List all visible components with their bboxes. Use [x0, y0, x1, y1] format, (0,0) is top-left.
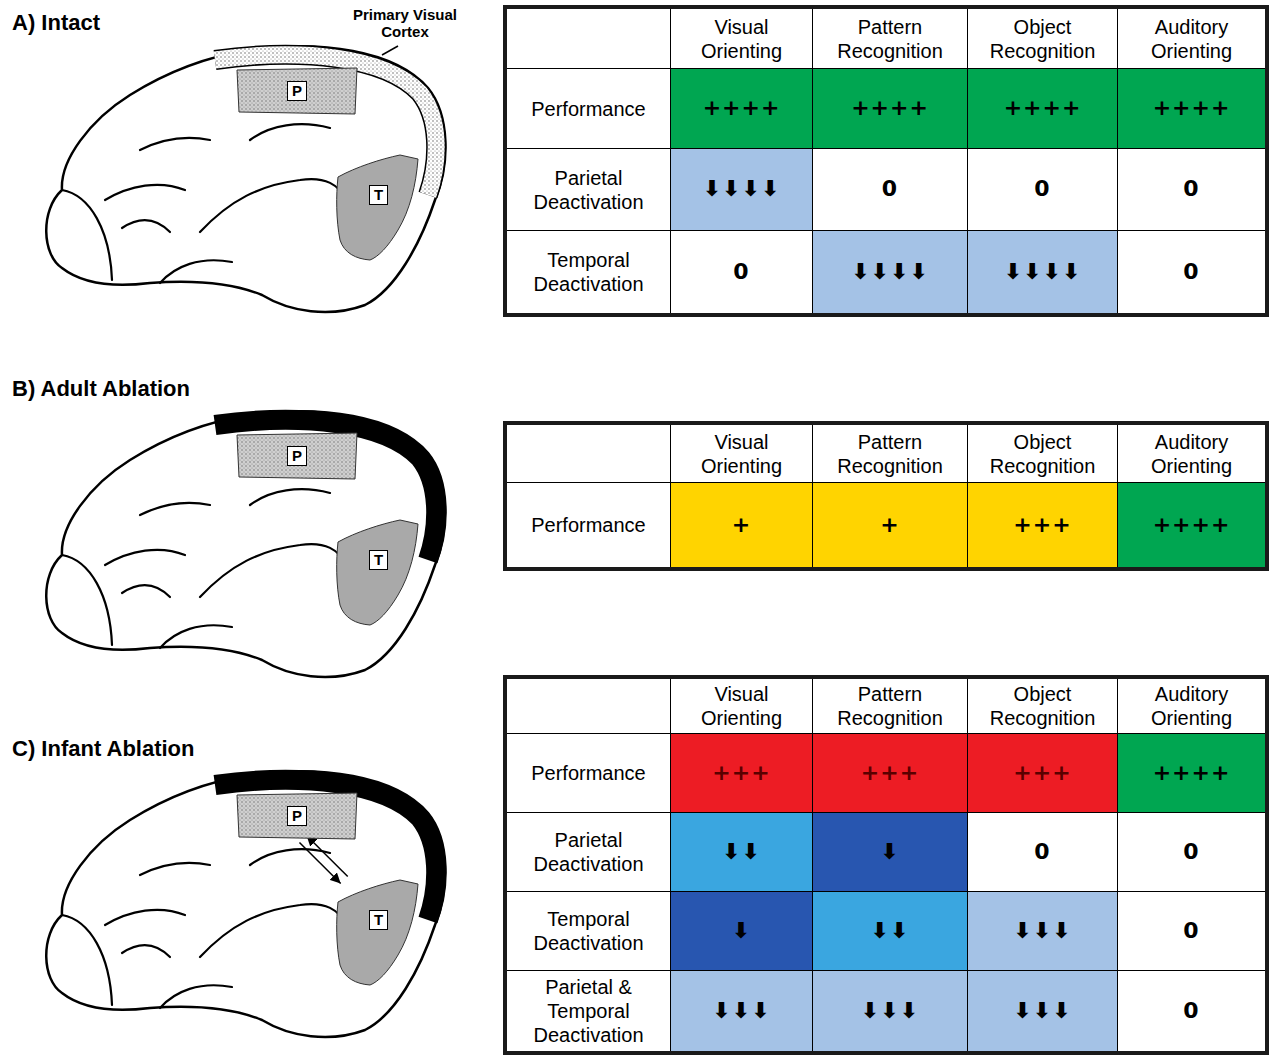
table-cell: +++ [671, 734, 813, 813]
empty-cell [507, 9, 671, 69]
column-header: Pattern Recognition [813, 9, 968, 69]
table-cell: ⬇⬇⬇ [813, 971, 968, 1051]
region-letter: T [369, 185, 388, 206]
parietal-region: P [237, 68, 357, 114]
table-cell: ⬇⬇⬇⬇ [968, 231, 1118, 313]
table-cell: 0 [671, 231, 813, 313]
row-header: Parietal Deactivation [507, 149, 671, 231]
table-cell: 0 [968, 813, 1118, 892]
table-cell: 0 [1118, 971, 1265, 1051]
empty-cell [507, 679, 671, 734]
region-letter: P [287, 446, 307, 467]
region-letter: T [369, 550, 388, 571]
table-cell: + [813, 483, 968, 567]
row-header: Performance [507, 69, 671, 149]
column-header: Visual Orienting [671, 425, 813, 483]
panel-title: C) Infant Ablation [12, 736, 195, 762]
column-header: Pattern Recognition [813, 679, 968, 734]
connection-arrow [307, 835, 348, 876]
parietal-region: P [237, 433, 357, 479]
row-header: Temporal Deactivation [507, 231, 671, 313]
table-cell: ++++ [813, 69, 968, 149]
table-cell: 0 [1118, 892, 1265, 971]
panel-title: B) Adult Ablation [12, 376, 190, 402]
region-label: Primary Visual Cortex [352, 6, 458, 41]
region-shape [336, 520, 418, 625]
infant-ablation-brain [46, 771, 445, 1037]
table-cell: ⬇⬇⬇ [968, 971, 1118, 1051]
region-letter: P [287, 806, 307, 827]
table-cell: ++++ [1118, 483, 1265, 567]
table-cell: ⬇⬇⬇ [968, 892, 1118, 971]
column-header: Auditory Orienting [1118, 679, 1265, 734]
table-cell: ⬇ [671, 892, 813, 971]
table-cell: 0 [1118, 149, 1265, 231]
region-letter: T [369, 910, 388, 931]
table-cell: 0 [1118, 813, 1265, 892]
table-cell: ⬇⬇⬇ [671, 971, 813, 1051]
table-cell: 0 [813, 149, 968, 231]
table-cell: ++++ [968, 69, 1118, 149]
table-cell: ++++ [1118, 69, 1265, 149]
table-cell: ⬇⬇⬇⬇ [671, 149, 813, 231]
row-header: Performance [507, 734, 671, 813]
row-header: Parietal & Temporal Deactivation [507, 971, 671, 1051]
table-cell: ⬇ [813, 813, 968, 892]
table-cell: +++ [813, 734, 968, 813]
table-cell: ++++ [671, 69, 813, 149]
region-letter: P [287, 81, 307, 102]
column-header: Auditory Orienting [1118, 425, 1265, 483]
temporal-region: T [336, 880, 418, 985]
row-header: Parietal Deactivation [507, 813, 671, 892]
table-cell: + [671, 483, 813, 567]
table-cell: ⬇⬇ [813, 892, 968, 971]
row-header: Performance [507, 483, 671, 567]
table-cell: ⬇⬇ [671, 813, 813, 892]
temporal-region: T [336, 520, 418, 625]
table-cell: 0 [968, 149, 1118, 231]
table-cell: +++ [968, 483, 1118, 567]
parietal-region: P [237, 793, 357, 839]
intact-brain [46, 46, 445, 312]
column-header: Pattern Recognition [813, 425, 968, 483]
row-header: Temporal Deactivation [507, 892, 671, 971]
table-cell: +++ [968, 734, 1118, 813]
column-header: Auditory Orienting [1118, 9, 1265, 69]
temporal-region: T [336, 155, 418, 260]
adult-ablation-brain [46, 411, 445, 677]
table-cell: ⬇⬇⬇⬇ [813, 231, 968, 313]
region-shape [336, 880, 418, 985]
column-header: Object Recognition [968, 425, 1118, 483]
table-cell: ++++ [1118, 734, 1265, 813]
leader-line [382, 46, 398, 55]
table-cell: 0 [1118, 231, 1265, 313]
empty-cell [507, 425, 671, 483]
column-header: Visual Orienting [671, 679, 813, 734]
panel-title: A) Intact [12, 10, 100, 36]
column-header: Object Recognition [968, 9, 1118, 69]
column-header: Object Recognition [968, 679, 1118, 734]
column-header: Visual Orienting [671, 9, 813, 69]
region-shape [336, 155, 418, 260]
